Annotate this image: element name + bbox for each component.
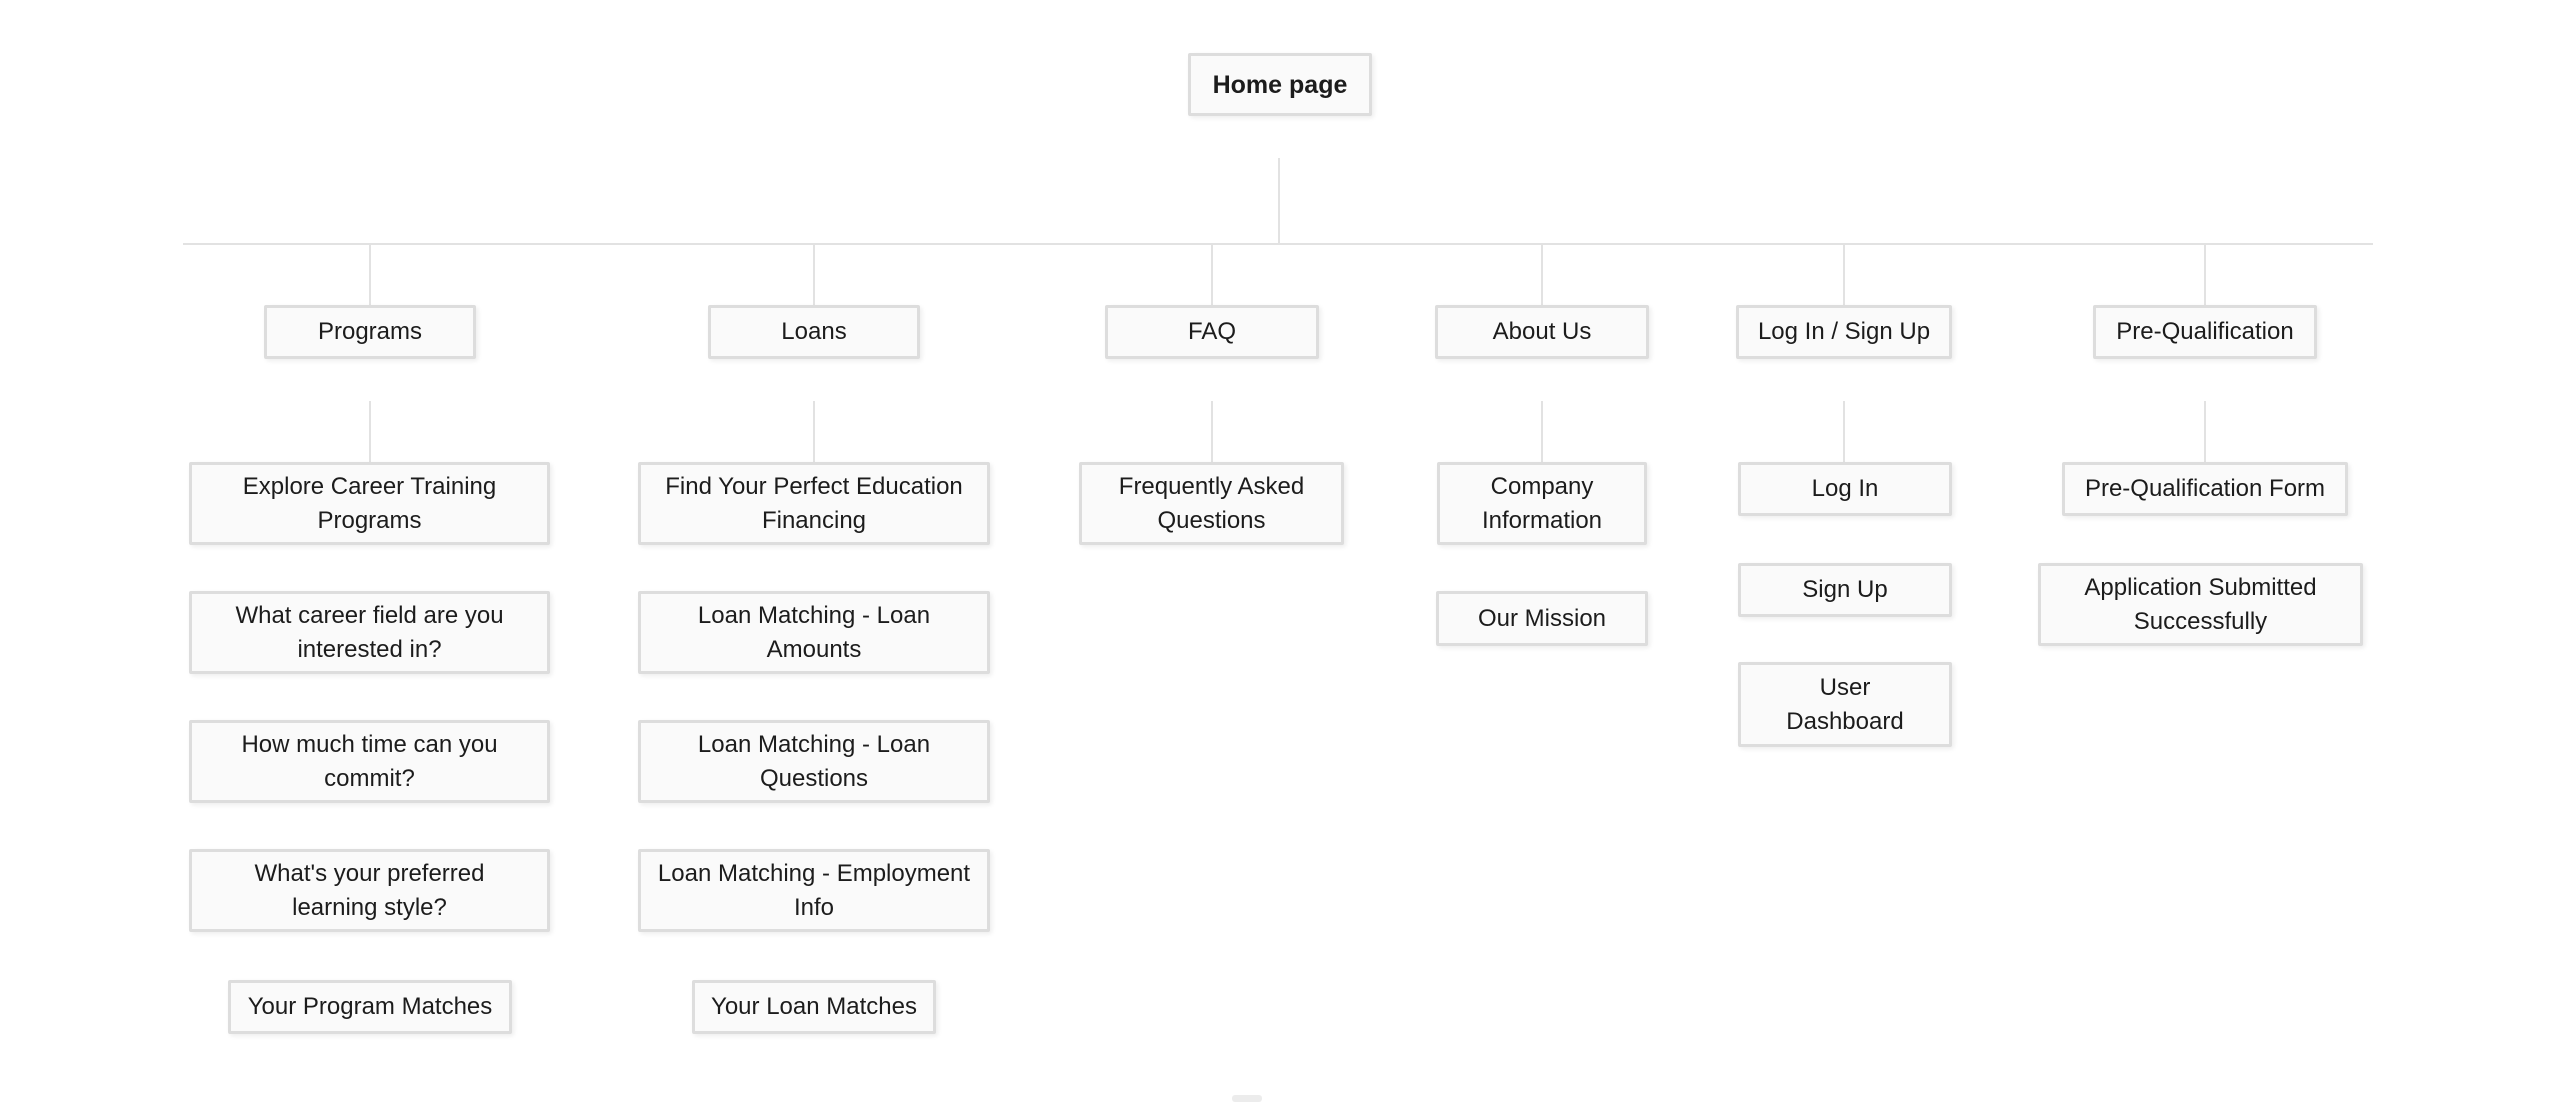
node-application-submitted-successfully[interactable]: Application Submitted Successfully [2038, 563, 2363, 646]
node-login-signup[interactable]: Log In / Sign Up [1736, 305, 1952, 359]
connector-faq-child [1211, 401, 1213, 462]
connector-loans-child [813, 401, 815, 462]
connector-trunk-prequalification [2204, 245, 2206, 305]
connector-prequalification-child [2204, 401, 2206, 462]
connector-trunk-faq [1211, 245, 1213, 305]
node-loans[interactable]: Loans [708, 305, 920, 359]
node-your-loan-matches[interactable]: Your Loan Matches [692, 980, 936, 1034]
connector-home-trunk [1278, 158, 1280, 244]
node-frequently-asked-questions[interactable]: Frequently Asked Questions [1079, 462, 1344, 545]
node-home[interactable]: Home page [1188, 53, 1372, 116]
connector-login-signup-child [1843, 401, 1845, 462]
node-pre-qualification-form[interactable]: Pre-Qualification Form [2062, 462, 2348, 516]
bottom-edge-artifact [1232, 1095, 1262, 1102]
node-career-field-question[interactable]: What career field are you interested in? [189, 591, 550, 674]
node-loan-matching-employment-info[interactable]: Loan Matching - Employment Info [638, 849, 990, 932]
node-prequalification[interactable]: Pre-Qualification [2093, 305, 2317, 359]
node-learning-style-question[interactable]: What's your preferred learning style? [189, 849, 550, 932]
node-about-us[interactable]: About Us [1435, 305, 1649, 359]
node-explore-career-training-programs[interactable]: Explore Career Training Programs [189, 462, 550, 545]
node-loan-matching-loan-amounts[interactable]: Loan Matching - Loan Amounts [638, 591, 990, 674]
connector-trunk-about-us [1541, 245, 1543, 305]
connector-programs-child [369, 401, 371, 462]
connector-trunk-login-signup [1843, 245, 1845, 305]
node-sign-up[interactable]: Sign Up [1738, 563, 1952, 617]
node-log-in[interactable]: Log In [1738, 462, 1952, 516]
connector-trunk [183, 243, 2373, 245]
node-programs[interactable]: Programs [264, 305, 476, 359]
connector-trunk-programs [369, 245, 371, 305]
node-find-your-perfect-education-financing[interactable]: Find Your Perfect Education Financing [638, 462, 990, 545]
node-our-mission[interactable]: Our Mission [1436, 591, 1648, 646]
node-your-program-matches[interactable]: Your Program Matches [228, 980, 512, 1034]
connector-about-us-child [1541, 401, 1543, 462]
node-time-commit-question[interactable]: How much time can you commit? [189, 720, 550, 803]
connector-trunk-loans [813, 245, 815, 305]
node-company-information[interactable]: Company Information [1437, 462, 1647, 545]
node-faq[interactable]: FAQ [1105, 305, 1319, 359]
node-user-dashboard[interactable]: User Dashboard [1738, 662, 1952, 747]
node-loan-matching-loan-questions[interactable]: Loan Matching - Loan Questions [638, 720, 990, 803]
